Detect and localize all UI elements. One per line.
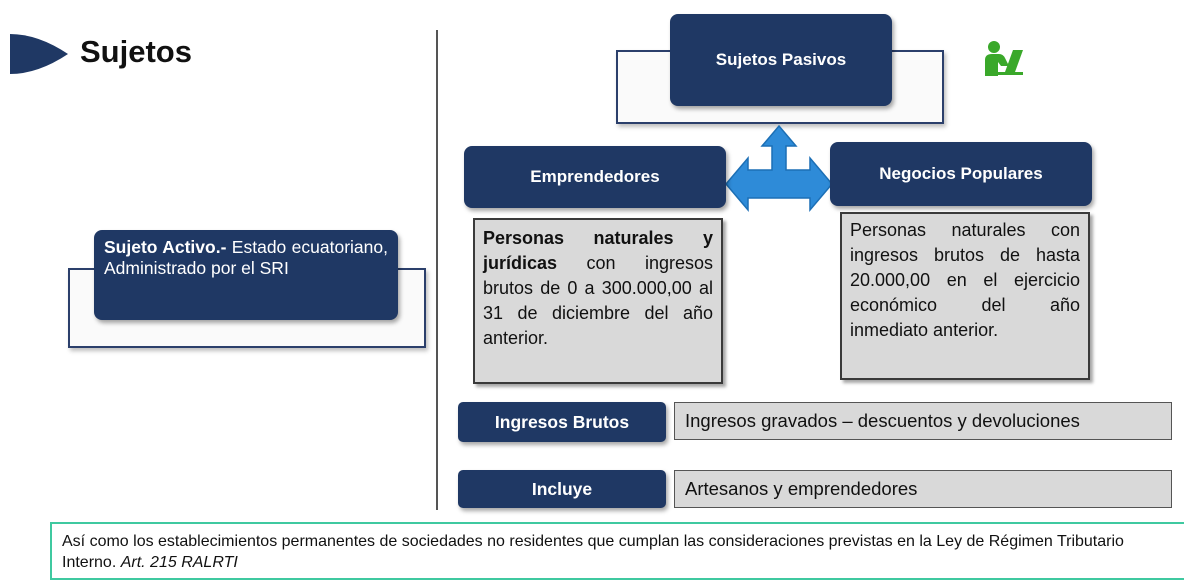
emprendedores-description: Personas naturales y jurídicas con ingre… (473, 218, 723, 384)
incluye-box: Incluye (458, 470, 666, 508)
incluye-label: Incluye (531, 478, 593, 499)
vertical-divider (436, 30, 438, 510)
sujeto-activo-label: Sujeto Activo.- (104, 237, 227, 257)
play-arrow-icon (10, 34, 68, 74)
negocios-populares-description: Personas naturales con ingresos brutos d… (840, 212, 1090, 380)
ingresos-brutos-label: Ingresos Brutos (494, 411, 630, 432)
page-title: Sujetos (80, 34, 192, 69)
emprendedores-bold: Personas naturales y jurídicas (483, 228, 713, 273)
ingresos-brutos-value: Ingresos gravados – descuentos y devoluc… (685, 410, 1080, 431)
negocios-populares-label: Negocios Populares (879, 164, 1043, 183)
negocios-populares-text: Personas naturales con ingresos brutos d… (850, 220, 1080, 340)
emprendedores-text: con ingresos brutos de 0 a 300.000,00 al… (483, 253, 713, 348)
negocios-populares-box: Negocios Populares (830, 142, 1092, 206)
ingresos-brutos-box: Ingresos Brutos (458, 402, 666, 442)
four-way-arrow-icon (725, 124, 833, 213)
person-laptop-icon (985, 41, 1023, 76)
incluye-value: Artesanos y emprendedores (685, 478, 918, 499)
footer-text: Así como los establecimientos permanente… (62, 533, 1124, 571)
sujetos-pasivos-box: Sujetos Pasivos (670, 14, 892, 106)
footer-note: Así como los establecimientos permanente… (50, 522, 1184, 580)
sujeto-activo-box: Sujeto Activo.- Estado ecuatoriano, Admi… (94, 230, 398, 320)
sujetos-pasivos-label: Sujetos Pasivos (715, 50, 847, 69)
emprendedores-label: Emprendedores (530, 167, 660, 186)
footer-reference: Art. 215 RALRTI (120, 554, 238, 571)
emprendedores-box: Emprendedores (464, 146, 726, 208)
incluye-value-box: Artesanos y emprendedores (674, 470, 1172, 508)
ingresos-brutos-value-box: Ingresos gravados – descuentos y devoluc… (674, 402, 1172, 440)
sujeto-activo-text: Estado ecuatoriano, Administrado por el … (104, 237, 388, 278)
